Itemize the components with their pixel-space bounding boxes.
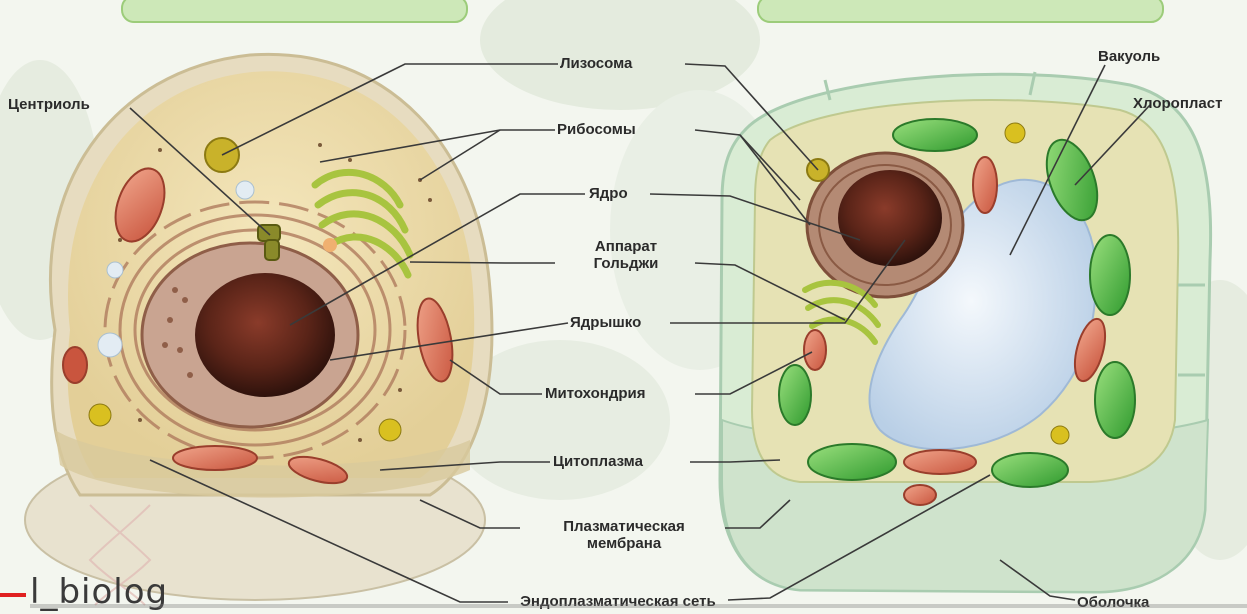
label-golgi: Аппарат Гольджи bbox=[561, 238, 691, 272]
video-progress-played[interactable] bbox=[0, 593, 26, 597]
label-ribosomes: Рибосомы bbox=[557, 121, 636, 138]
label-vacuole: Вакуоль bbox=[1098, 48, 1160, 65]
label-plasma-membrane: Плазматическая мембрана bbox=[529, 518, 719, 552]
label-mitochondrion: Митохондрия bbox=[545, 385, 646, 402]
animal-header-tab bbox=[122, 0, 467, 22]
label-cytoplasm: Цитоплазма bbox=[553, 453, 643, 470]
plant-nucleus bbox=[838, 170, 942, 266]
video-progress-track[interactable] bbox=[30, 604, 1247, 608]
label-cell-wall: Оболочка bbox=[1077, 594, 1149, 611]
label-lysosome: Лизосома bbox=[560, 55, 632, 72]
label-nucleolus: Ядрышко bbox=[570, 314, 641, 331]
label-centriole: Центриоль bbox=[8, 96, 90, 113]
label-nucleus: Ядро bbox=[589, 185, 628, 202]
label-chloroplast: Хлоропласт bbox=[1133, 95, 1222, 112]
plant-header-tab bbox=[758, 0, 1163, 22]
plant-cell bbox=[720, 72, 1211, 592]
animal-nucleus bbox=[195, 273, 335, 397]
